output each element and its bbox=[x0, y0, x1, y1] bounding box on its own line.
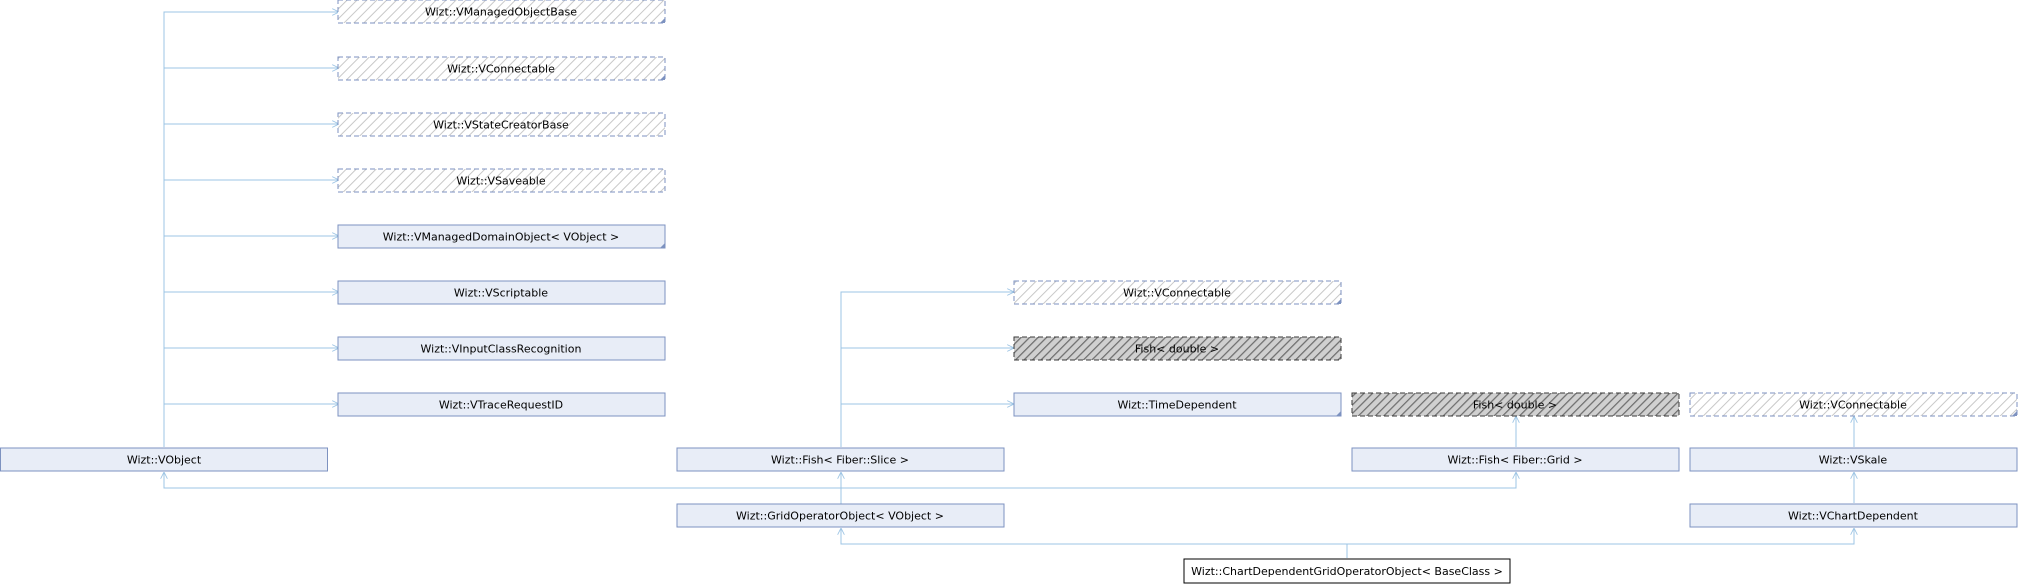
node-chartdependentgridoperatorobject[interactable]: Wizt::ChartDependentGridOperatorObject< … bbox=[1183, 558, 1511, 584]
edge-fishslice-vconnectable bbox=[840, 292, 1014, 447]
node-label: Wizt::VScriptable bbox=[454, 287, 548, 300]
node-label: Fish< double > bbox=[1135, 343, 1219, 356]
node-label: Wizt::VConnectable bbox=[1799, 399, 1907, 412]
node-label: Wizt::VManagedObjectBase bbox=[425, 6, 577, 19]
node-vscriptable[interactable]: Wizt::VScriptable bbox=[337, 280, 666, 305]
node-fish-double-2[interactable]: Fish< double > bbox=[1351, 392, 1680, 417]
node-label: Wizt::VChartDependent bbox=[1788, 510, 1919, 523]
node-label: Wizt::Fish< Fiber::Slice > bbox=[771, 454, 909, 467]
node-corner-marker bbox=[2012, 411, 2017, 416]
node-label: Wizt::VSkale bbox=[1819, 454, 1888, 467]
node-label: Wizt::VObject bbox=[127, 454, 202, 467]
node-fish-double-1[interactable]: Fish< double > bbox=[1013, 336, 1342, 361]
node-label: Wizt::TimeDependent bbox=[1117, 399, 1237, 412]
node-label: Wizt::VConnectable bbox=[447, 63, 555, 76]
edge-gridop-vobject bbox=[164, 472, 842, 504]
node-vconnectable-mid[interactable]: Wizt::VConnectable bbox=[1013, 280, 1342, 305]
node-label: Wizt::VSaveable bbox=[456, 175, 545, 188]
node-gridoperatorobject[interactable]: Wizt::GridOperatorObject< VObject > bbox=[676, 503, 1005, 528]
node-corner-marker bbox=[660, 243, 665, 248]
node-vobject[interactable]: Wizt::VObject bbox=[0, 447, 328, 472]
node-vsaveable[interactable]: Wizt::VSaveable bbox=[337, 168, 666, 193]
node-label: Wizt::VConnectable bbox=[1123, 287, 1231, 300]
node-label: Wizt::VTraceRequestID bbox=[439, 399, 563, 412]
node-label: Wizt::Fish< Fiber::Grid > bbox=[1447, 454, 1582, 467]
edge-chartdep-vchartdependent bbox=[1347, 528, 1854, 545]
node-vconnectable-right[interactable]: Wizt::VConnectable bbox=[1689, 392, 2018, 417]
node-label: Wizt::GridOperatorObject< VObject > bbox=[736, 510, 944, 523]
node-fish-slice[interactable]: Wizt::Fish< Fiber::Slice > bbox=[676, 447, 1005, 472]
node-corner-marker bbox=[1336, 299, 1341, 304]
node-vinputclassrecognition[interactable]: Wizt::VInputClassRecognition bbox=[337, 336, 666, 361]
node-label: Wizt::VInputClassRecognition bbox=[421, 343, 582, 356]
node-timedependent[interactable]: Wizt::TimeDependent bbox=[1013, 392, 1342, 417]
node-vmanagedobjectbase[interactable]: Wizt::VManagedObjectBase bbox=[337, 0, 666, 24]
edge-chartdep-gridop bbox=[841, 528, 1348, 558]
node-corner-marker bbox=[660, 75, 665, 80]
node-vmanageddomainobject[interactable]: Wizt::VManagedDomainObject< VObject > bbox=[337, 224, 666, 249]
node-corner-marker bbox=[1336, 411, 1341, 416]
node-label: Wizt::VManagedDomainObject< VObject > bbox=[383, 231, 619, 244]
node-vskale[interactable]: Wizt::VSkale bbox=[1689, 447, 2018, 472]
node-fish-grid[interactable]: Wizt::Fish< Fiber::Grid > bbox=[1351, 447, 1680, 472]
node-vchartdependent[interactable]: Wizt::VChartDependent bbox=[1689, 503, 2018, 528]
edge-gridop-fishgrid bbox=[841, 472, 1516, 489]
node-vstatecreatorbase[interactable]: Wizt::VStateCreatorBase bbox=[337, 112, 666, 137]
node-label: Wizt::ChartDependentGridOperatorObject< … bbox=[1191, 565, 1503, 578]
edges-layer bbox=[164, 12, 1854, 558]
node-corner-marker bbox=[660, 18, 665, 23]
edge-vobject-vmanagedobjectbase bbox=[163, 12, 339, 447]
node-vconnectable-top[interactable]: Wizt::VConnectable bbox=[337, 56, 666, 81]
node-vtracerequestid[interactable]: Wizt::VTraceRequestID bbox=[337, 392, 666, 417]
node-label: Fish< double > bbox=[1473, 399, 1557, 412]
node-label: Wizt::VStateCreatorBase bbox=[433, 119, 569, 132]
